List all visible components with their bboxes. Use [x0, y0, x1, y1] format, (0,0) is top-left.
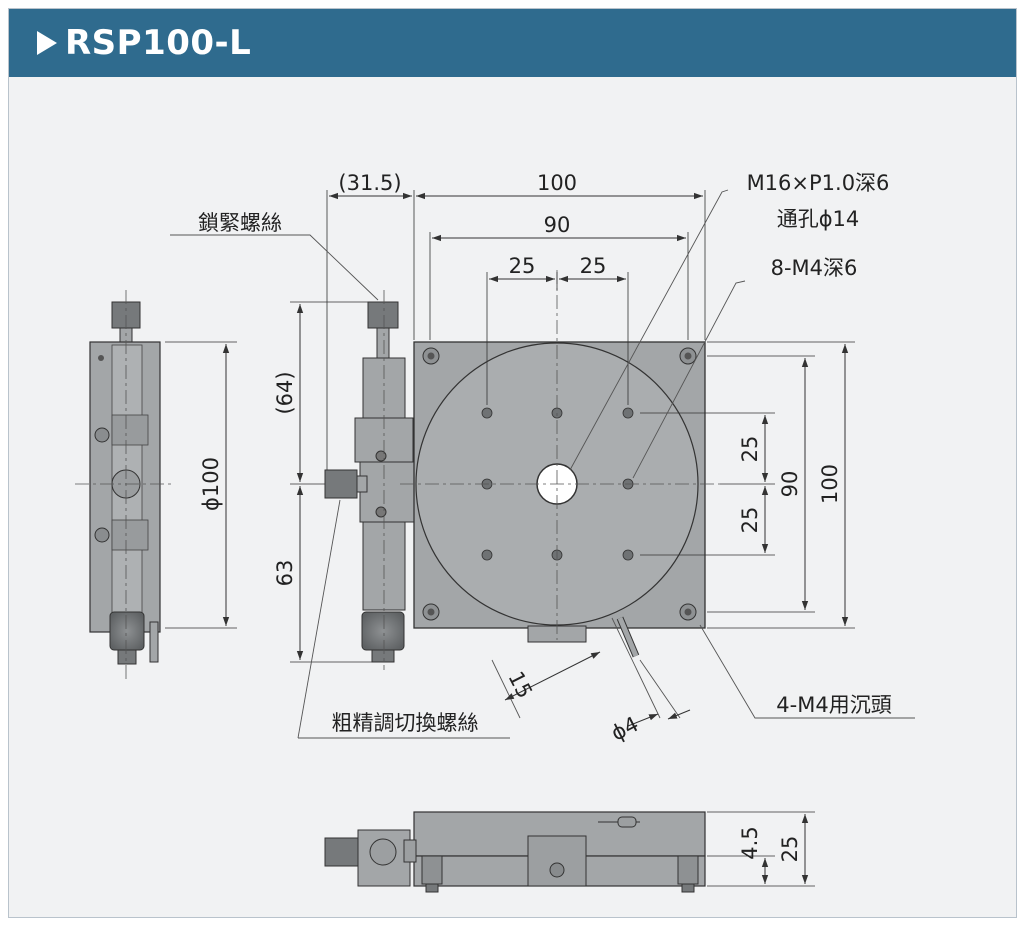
- callout-through-hole: 通孔ϕ14: [777, 207, 860, 231]
- left-side-view: [75, 290, 175, 680]
- main-top-view: [324, 270, 720, 670]
- dim-lock-offset: (31.5): [338, 171, 401, 195]
- dim-15: 15: [503, 667, 537, 702]
- dim-hole-pitch-25-right: 25: [580, 254, 607, 278]
- callout-lock-screw: 鎖緊螺絲: [198, 211, 282, 235]
- diameter-100-label: ϕ100: [199, 457, 223, 511]
- dim-side-25-top: 25: [738, 436, 762, 463]
- product-title: RSP100-L: [65, 23, 252, 63]
- header-bar: RSP100-L: [9, 9, 1016, 77]
- dim-side-25-bottom: 25: [738, 507, 762, 534]
- dim-thickness-4-5: 4.5: [738, 826, 762, 859]
- top-dimensions: [326, 190, 706, 470]
- bottom-front-view: [324, 811, 706, 893]
- dim-side-100: 100: [818, 464, 842, 504]
- diagonal-dimensions: [504, 651, 691, 727]
- drawing-frame: RSP100-L: [8, 8, 1017, 918]
- callout-counterbore: 4-M4用沉頭: [776, 693, 891, 717]
- callout-tapped-holes: 8-M4深6: [771, 256, 858, 280]
- dim-phi4: ϕ4: [607, 712, 642, 746]
- height-dimensions: [290, 301, 372, 663]
- right-dimensions: [640, 341, 855, 629]
- dim-height-63: 63: [273, 560, 297, 587]
- callout-center-thread: M16×P1.0深6: [747, 171, 890, 195]
- dim-side-90: 90: [778, 471, 802, 498]
- play-arrow-icon: [37, 31, 57, 55]
- dim-hole-pitch-25-left: 25: [509, 254, 536, 278]
- dim-diameter-100: ϕ100: [165, 341, 237, 629]
- dim-overall-width: 100: [537, 171, 577, 195]
- bottom-dimensions: [707, 811, 815, 887]
- dim-hole-pitch-90: 90: [544, 213, 571, 237]
- callout-coarse-fine-screw: 粗精調切換螺絲: [332, 711, 479, 735]
- leader-lines: [170, 189, 915, 739]
- dim-height-64: (64): [273, 371, 297, 414]
- dim-thickness-25: 25: [778, 836, 802, 863]
